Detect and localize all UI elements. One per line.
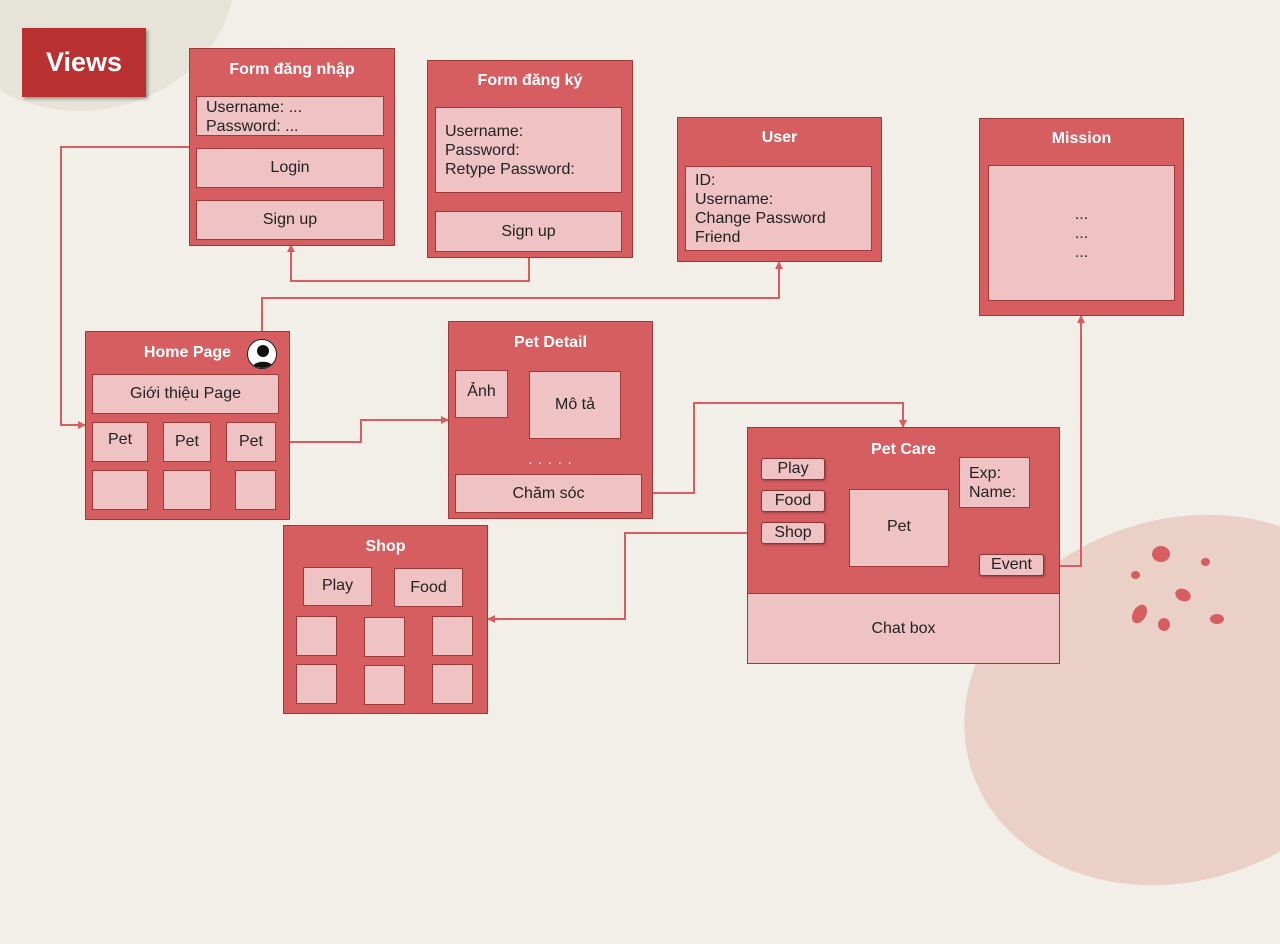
user-friend-link[interactable]: Friend <box>695 228 741 246</box>
arrow-home-to-petdetail <box>290 416 449 443</box>
exp-label: Exp: <box>969 464 1002 482</box>
slide-title: Views <box>22 28 146 97</box>
home-pet-card-empty[interactable] <box>163 470 211 510</box>
arrow-petcare-to-mission <box>1060 315 1085 567</box>
mission-title: Mission <box>1051 130 1112 147</box>
home-pet-card-empty[interactable] <box>92 470 148 510</box>
shop-box: Shop Play Food <box>283 525 488 714</box>
decor-dot <box>1201 558 1210 566</box>
home-page-title: Home Page <box>143 344 232 361</box>
mission-box: Mission ... ... ... <box>979 118 1184 316</box>
arrow-home-to-user <box>261 261 783 331</box>
user-box: User ID: Username: Change Password Frien… <box>677 117 882 262</box>
arrow-login-to-home <box>60 146 189 429</box>
home-pet-card[interactable]: Pet <box>163 422 211 462</box>
event-button[interactable]: Event <box>979 554 1044 576</box>
mission-line: ... <box>1074 205 1089 223</box>
user-avatar-icon[interactable] <box>247 339 277 369</box>
care-button[interactable]: Chăm sóc <box>455 474 642 513</box>
decor-dot <box>1158 618 1170 631</box>
shop-item[interactable] <box>364 665 405 705</box>
arrow-petdetail-to-petcare <box>653 402 907 494</box>
login-button[interactable]: Login <box>196 148 384 188</box>
pet-display[interactable]: Pet <box>849 489 949 567</box>
play-button[interactable]: Play <box>761 458 825 480</box>
shop-item[interactable] <box>296 616 337 656</box>
user-change-password-link[interactable]: Change Password <box>695 209 826 227</box>
register-fields[interactable]: Username: Password: Retype Password: <box>435 107 622 193</box>
pet-image: Ảnh <box>455 370 508 418</box>
login-signup-button[interactable]: Sign up <box>196 200 384 240</box>
login-form-title: Form đăng nhập <box>229 61 355 78</box>
mission-line: ... <box>1074 224 1089 242</box>
register-form-title: Form đăng ký <box>477 72 583 89</box>
register-username-label: Username: <box>445 122 524 140</box>
chat-box[interactable]: Chat box <box>747 593 1060 664</box>
shop-item[interactable] <box>296 664 337 704</box>
login-credentials-field[interactable]: Username: ... Password: ... <box>196 96 384 136</box>
register-signup-button[interactable]: Sign up <box>435 211 622 252</box>
home-intro-section: Giới thiệu Page <box>92 374 279 414</box>
decor-dot <box>1152 546 1170 562</box>
login-password-label: Password: ... <box>206 118 299 135</box>
name-label: Name: <box>969 483 1017 501</box>
pet-care-box: Pet Care Play Food Shop Pet Exp: Name: E… <box>747 427 1060 664</box>
connector-layer <box>60 146 1085 623</box>
arrow-register-to-login <box>287 244 530 282</box>
register-password-label: Password: <box>445 141 520 159</box>
user-fields: ID: Username: Change Password Friend <box>685 166 872 251</box>
login-username-label: Username: ... <box>206 99 303 116</box>
pet-stats: Exp: Name: <box>959 457 1030 508</box>
mission-line: ... <box>1074 243 1089 261</box>
mission-content: ... ... ... <box>988 165 1175 301</box>
pet-care-title: Pet Care <box>871 441 936 458</box>
user-title: User <box>761 129 798 146</box>
home-pet-card[interactable]: Pet <box>226 422 276 462</box>
pet-detail-box: Pet Detail Ảnh Mô tả . . . . . Chăm sóc <box>448 321 653 519</box>
pet-detail-ellipsis: . . . . . <box>528 451 573 467</box>
shop-button[interactable]: Shop <box>761 522 825 544</box>
pet-detail-title: Pet Detail <box>514 334 587 351</box>
register-form-box: Form đăng ký Username: Password: Retype … <box>427 60 633 258</box>
login-form-box: Form đăng nhập Username: ... Password: .… <box>189 48 395 246</box>
pet-description: Mô tả <box>529 371 621 439</box>
shop-item[interactable] <box>432 664 473 704</box>
user-username-label: Username: <box>695 190 774 208</box>
arrow-petcare-to-shop <box>487 532 747 623</box>
shop-food-tab[interactable]: Food <box>394 568 463 607</box>
shop-title: Shop <box>365 538 406 555</box>
home-pet-card[interactable]: Pet <box>92 422 148 462</box>
shop-play-tab[interactable]: Play <box>303 567 372 606</box>
register-retype-label: Retype Password: <box>445 160 575 178</box>
home-pet-card-empty[interactable] <box>235 470 276 510</box>
food-button[interactable]: Food <box>761 490 825 512</box>
decor-dot <box>1210 614 1224 624</box>
shop-item[interactable] <box>364 617 405 657</box>
decor-dot <box>1131 571 1140 579</box>
home-page-box: Home Page Giới thiệu Page Pet Pet Pet <box>85 331 290 520</box>
user-id-label: ID: <box>695 171 716 189</box>
shop-item[interactable] <box>432 616 473 656</box>
